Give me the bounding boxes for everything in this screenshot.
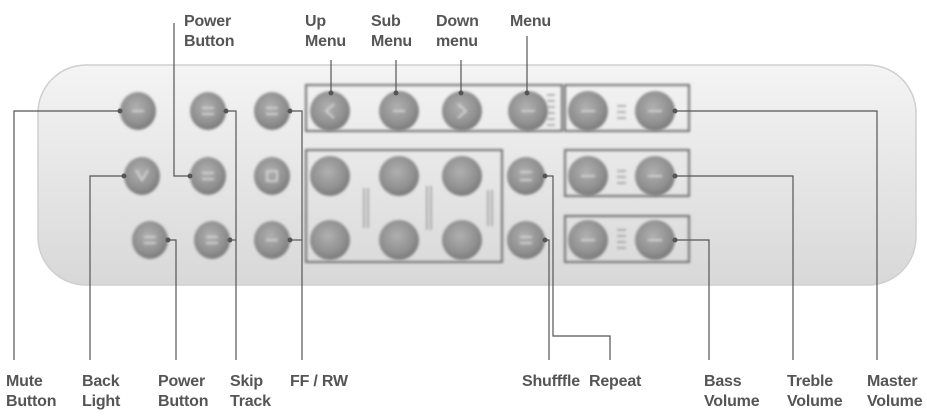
label-power-button-bottom: Power Button — [158, 372, 209, 412]
repeat-key — [507, 157, 545, 195]
label-line: Volume — [704, 393, 760, 410]
label-line: Button — [6, 393, 57, 410]
label-line: Mute — [6, 373, 43, 390]
preset-key-4 — [310, 220, 350, 260]
power-key — [190, 157, 226, 195]
label-line: FF / RW — [290, 373, 348, 390]
power-key-bottom — [132, 221, 168, 259]
label-line: Sub — [371, 13, 401, 30]
label-mute-button: Mute Button — [6, 372, 57, 412]
label-down-menu: Down menu — [436, 12, 479, 52]
label-ff-rw: FF / RW — [290, 372, 348, 392]
shuffle-key — [507, 221, 545, 259]
label-line: Bass — [704, 373, 742, 390]
label-up-menu: Up Menu — [305, 12, 346, 52]
label-line: Down — [436, 13, 479, 30]
skip-track-key-top — [190, 92, 226, 130]
label-bass-volume: Bass Volume — [704, 372, 760, 412]
label-line: Volume — [867, 393, 923, 410]
preset-key-1 — [310, 156, 350, 196]
label-line: Volume — [787, 393, 843, 410]
preset-key-2 — [379, 156, 419, 196]
label-line: Shufffle — [522, 373, 580, 390]
label-skip-track: Skip Track — [230, 372, 271, 412]
remote-markings — [363, 94, 626, 249]
label-line: Track — [230, 393, 271, 410]
preset-key-3 — [442, 156, 482, 196]
label-sub-menu: Sub Menu — [371, 12, 412, 52]
skip-track-key — [194, 221, 230, 259]
down-menu-key — [442, 91, 482, 131]
label-line: Menu — [510, 13, 551, 30]
label-line: Power — [184, 13, 232, 30]
label-line: Menu — [371, 33, 412, 50]
leader-lines — [13, 23, 878, 360]
label-treble-volume: Treble Volume — [787, 372, 843, 412]
label-power-button-top: Power Button — [184, 12, 235, 52]
label-line: Master — [867, 373, 918, 390]
label-line: Repeat — [589, 373, 642, 390]
back-light-key — [124, 157, 160, 195]
label-line: Light — [82, 393, 121, 410]
label-repeat: Repeat — [589, 372, 641, 392]
label-line: Up — [305, 13, 326, 30]
label-line: Back — [82, 373, 120, 390]
label-line: menu — [436, 33, 478, 50]
label-line: Power — [158, 373, 206, 390]
remote-buttons — [120, 91, 675, 260]
label-line: Skip — [230, 373, 263, 390]
leader-dots — [117, 90, 678, 243]
preset-key-6 — [442, 220, 482, 260]
preset-key-5 — [379, 220, 419, 260]
stop-key — [254, 157, 290, 195]
label-line: Menu — [305, 33, 346, 50]
label-menu: Menu — [510, 12, 551, 32]
button-glyphs — [132, 103, 662, 244]
label-master-volume: Master Volume — [867, 372, 923, 412]
label-back-light: Back Light — [82, 372, 120, 412]
label-line: Treble — [787, 373, 833, 390]
label-line: Button — [158, 393, 209, 410]
ff-rw-key-top — [254, 92, 290, 130]
label-shuffle: Shufffle — [522, 372, 580, 392]
up-menu-key — [310, 91, 350, 131]
label-line: Button — [184, 33, 235, 50]
button-panels — [305, 84, 690, 263]
